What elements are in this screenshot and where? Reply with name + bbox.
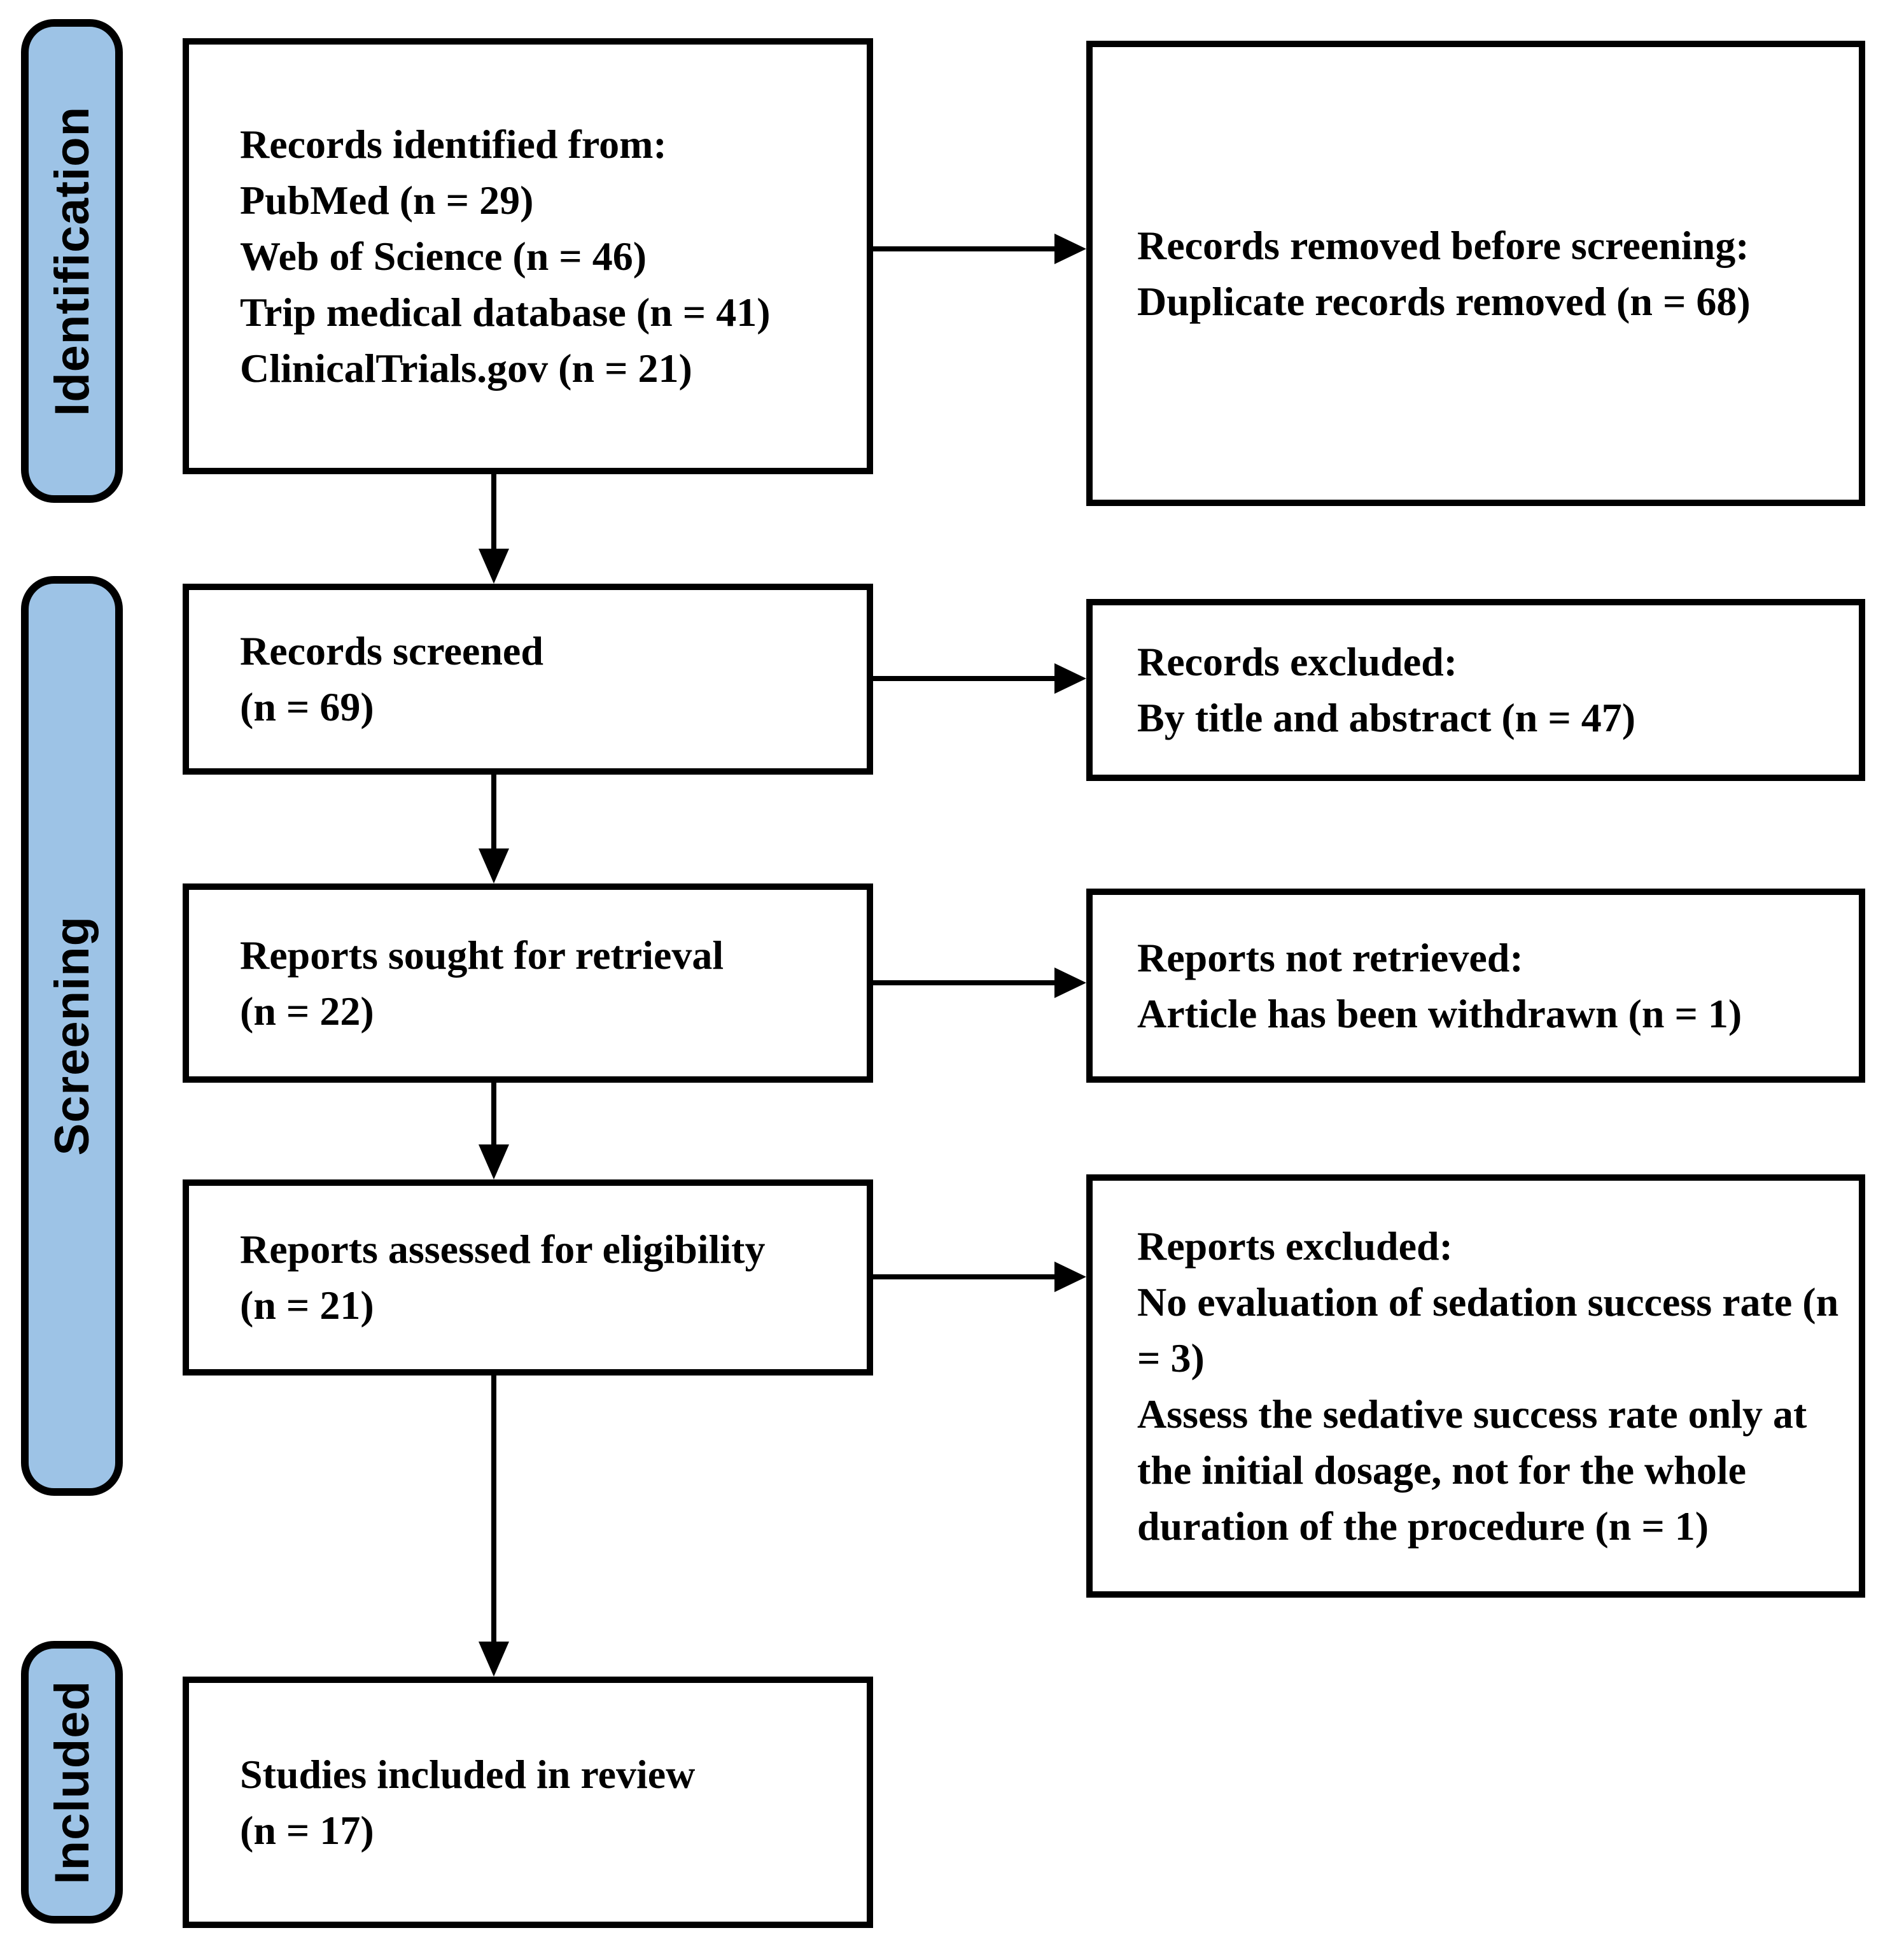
stage-label-screening: Screening <box>45 916 99 1156</box>
arrow-head-right-icon <box>1054 968 1086 998</box>
arrow-shaft <box>871 1274 1056 1279</box>
box-text: Records removed before screening: Duplic… <box>1137 222 1751 324</box>
arrow-head-right-icon <box>1054 1262 1086 1292</box>
box-reports-assessed-for-eligibility: Reports assessed for eligibility (n = 21… <box>183 1179 873 1376</box>
box-text: Reports assessed for eligibility (n = 21… <box>240 1227 766 1328</box>
arrow-shaft <box>871 980 1056 985</box>
arrow-shaft <box>871 246 1056 251</box>
stage-label-included: Included <box>45 1680 99 1885</box>
stage-band-screening: Screening <box>21 576 123 1496</box>
stage-band-included: Included <box>21 1641 123 1924</box>
arrow-head-right-icon <box>1054 234 1086 264</box>
arrow-shaft <box>491 1083 496 1146</box>
box-text: Records excluded: By title and abstract … <box>1137 639 1636 740</box>
arrow-shaft <box>871 676 1056 681</box>
box-reports-sought-for-retrieval: Reports sought for retrieval (n = 22) <box>183 883 873 1083</box>
arrow-head-down-icon <box>479 549 509 584</box>
box-records-removed-before-screening: Records removed before screening: Duplic… <box>1086 41 1865 506</box>
stage-band-identification: Identification <box>21 19 123 503</box>
box-records-excluded: Records excluded: By title and abstract … <box>1086 599 1865 781</box>
arrow-head-down-icon <box>479 848 509 883</box>
arrow-head-down-icon <box>479 1642 509 1677</box>
box-text: Studies included in review (n = 17) <box>240 1751 696 1853</box>
box-text: Reports excluded: No evaluation of sedat… <box>1137 1223 1839 1549</box>
arrow-head-right-icon <box>1054 663 1086 694</box>
box-text: Reports sought for retrieval (n = 22) <box>240 932 724 1034</box>
box-records-screened: Records screened (n = 69) <box>183 584 873 775</box>
box-text: Reports not retrieved: Article has been … <box>1137 934 1742 1036</box>
box-reports-not-retrieved: Reports not retrieved: Article has been … <box>1086 889 1865 1083</box>
box-studies-included-in-review: Studies included in review (n = 17) <box>183 1677 873 1928</box>
box-records-identified: Records identified from: PubMed (n = 29)… <box>183 38 873 474</box>
box-text: Records identified from: PubMed (n = 29)… <box>240 121 771 391</box>
box-text: Records screened (n = 69) <box>240 628 543 729</box>
arrow-shaft <box>491 1376 496 1643</box>
arrow-shaft <box>491 775 496 850</box>
arrow-head-down-icon <box>479 1144 509 1179</box>
stage-label-identification: Identification <box>45 106 99 416</box>
box-reports-excluded: Reports excluded: No evaluation of sedat… <box>1086 1174 1865 1598</box>
arrow-shaft <box>491 471 496 551</box>
